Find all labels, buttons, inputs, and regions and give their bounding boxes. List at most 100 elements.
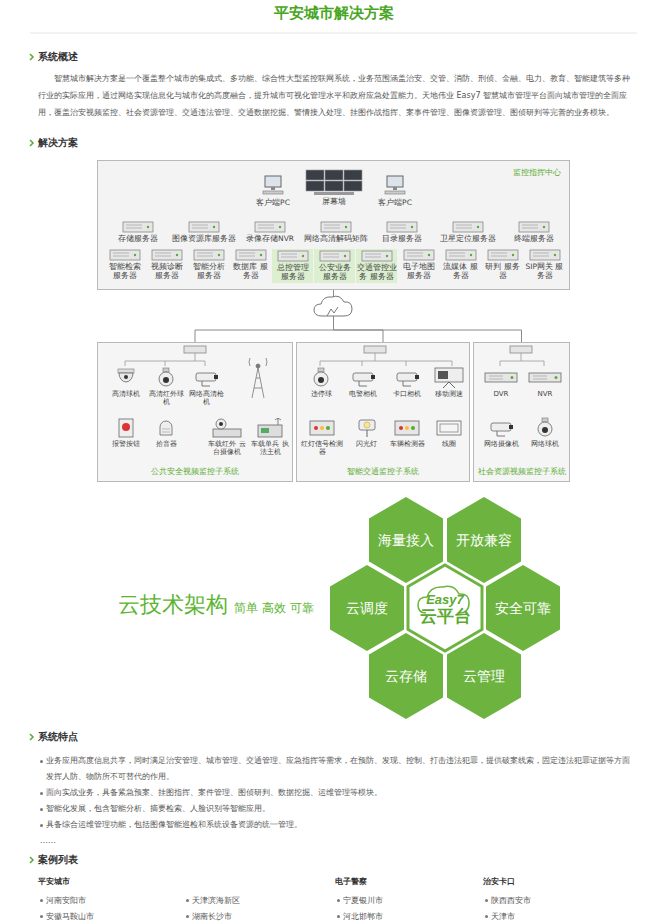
server-box: 视频诊断 服务器 xyxy=(146,249,187,280)
gun-icon xyxy=(186,367,226,389)
bullet-dot xyxy=(40,899,43,902)
device-label: 报警按钮 xyxy=(106,440,146,448)
device-label: 存储服务器 xyxy=(106,234,170,243)
server-box: 录像存储NVR xyxy=(238,221,302,243)
hexagon-outline xyxy=(330,565,404,651)
server-box: 智能分析 服务器 xyxy=(188,249,229,280)
case-item: 天津市 xyxy=(491,911,515,922)
case-heading: 治安卡口 xyxy=(483,876,515,887)
device-box: 电警相机 xyxy=(343,367,383,398)
panel-heading: 社会资源视频监控子系统 xyxy=(474,466,569,477)
hexagon-label: 安全可靠 xyxy=(495,600,551,617)
device-label: 客户端PC xyxy=(370,198,420,207)
det-icon xyxy=(302,417,342,439)
device-label: 线圈 xyxy=(429,440,469,448)
mic-icon xyxy=(146,417,186,439)
server-box: 交通管控业务 服务器 xyxy=(356,249,397,283)
device-label: 网络摄像机 xyxy=(478,440,524,448)
architecture-tagline: 简单 高效 可靠 xyxy=(234,600,314,617)
device-label: 车载红外 云台摄像机 xyxy=(206,440,248,457)
subsystem-panel: 公共安全视频监控子系统高清球机高清红外球机网络高清枪机报警按钮拾音器车载红外 云… xyxy=(97,342,293,482)
rack-icon xyxy=(483,249,523,261)
device-label: 车载单兵 执法主机 xyxy=(250,440,290,457)
platform-name: 云平台 xyxy=(420,607,471,627)
hexagon: 安全可靠 xyxy=(484,563,562,653)
page-title: 平安城市解决方案 xyxy=(0,4,667,23)
case-item: 陕西西安市 xyxy=(491,895,531,906)
device-label: 录像存储NVR xyxy=(238,234,302,243)
device-label: 电子地图 服务器 xyxy=(398,262,439,280)
device-box: 高清红外球机 xyxy=(146,367,186,407)
device-box: DVR xyxy=(480,367,522,398)
feature-item: 业务应用高度信息共享，同时满足治安管理、城市管理、交通管理、应急指挥等需求，在预… xyxy=(46,753,636,785)
bullet-dot xyxy=(40,824,43,827)
device-label: 终端服务器 xyxy=(502,234,566,243)
device-label: 卫星定位服务器 xyxy=(436,234,500,243)
btn-icon xyxy=(106,417,146,439)
server-box: 总控管理 服务器 xyxy=(272,249,313,283)
bullet-dot xyxy=(40,808,43,811)
hexagon-outline xyxy=(447,497,521,583)
device-box: 屏幕墙 xyxy=(303,169,365,206)
bullet-dot xyxy=(337,899,340,902)
hexagon: 云存储 xyxy=(367,631,445,721)
server-box: 数据库 服务器 xyxy=(230,249,271,280)
device-label: 闪光灯 xyxy=(347,440,385,448)
hexagon: 云调度 xyxy=(328,563,406,653)
connector xyxy=(195,290,334,342)
dome-icon xyxy=(106,367,146,389)
case-heading: 电子警察 xyxy=(335,876,367,887)
server-box: 图像资源库服务器 xyxy=(172,221,236,243)
device-label: 红灯信号检测器 xyxy=(299,440,345,457)
device-box: 闪光灯 xyxy=(347,417,385,448)
rack-icon xyxy=(514,221,554,233)
server-box: 终端服务器 xyxy=(502,221,566,243)
device-label: 智能分析 服务器 xyxy=(188,262,229,280)
panel-heading: 公共安全视频监控子系统 xyxy=(98,466,292,477)
device-label: 流媒体 服务器 xyxy=(440,262,481,280)
device-box: 网络高清枪机 xyxy=(186,367,226,407)
rec-icon xyxy=(525,367,565,389)
case-item: 安徽马鞍山市 xyxy=(46,911,94,922)
ellipsis: …… xyxy=(40,833,630,849)
gun-icon xyxy=(387,367,427,389)
section-heading: 解决方案 xyxy=(38,136,78,150)
rack-icon xyxy=(184,221,224,233)
rack-icon xyxy=(525,249,565,261)
unit-icon xyxy=(250,417,290,439)
rec-icon xyxy=(481,367,521,389)
hexagon-label: 云管理 xyxy=(463,668,505,685)
device-label: 智能检索 服务器 xyxy=(104,262,145,280)
hexagon-outline xyxy=(369,633,443,719)
gun-icon xyxy=(481,417,521,439)
panel-heading: 智能交通监控子系统 xyxy=(297,466,469,477)
rack-icon xyxy=(448,221,488,233)
hexagon: 云管理 xyxy=(445,631,523,721)
device-label: 总控管理 服务器 xyxy=(272,263,313,281)
server-box: 公安业务 服务器 xyxy=(314,249,355,283)
feature-item: 具备综合运维管理功能，包括图像智能巡检和系统设备资源的统一管理。 xyxy=(46,817,636,833)
hexagon-outline xyxy=(486,565,560,651)
device-box: 报警按钮 xyxy=(106,417,146,448)
device-label: 客户端PC xyxy=(248,198,298,207)
rack-icon xyxy=(315,250,355,262)
device-box: 车辆检测器 xyxy=(387,417,427,448)
architecture-title: 云技术架构 xyxy=(118,590,228,620)
connector xyxy=(334,290,522,342)
bullet-dot xyxy=(40,915,43,918)
hexagon-label: 开放兼容 xyxy=(456,532,512,549)
pc-icon xyxy=(375,175,415,197)
rack-icon xyxy=(189,249,229,261)
bullet-dot xyxy=(186,915,189,918)
device-box: 客户端PC xyxy=(248,175,298,207)
device-box: 卡口相机 xyxy=(387,367,427,398)
device-box: 高清球机 xyxy=(106,367,146,398)
rack-icon xyxy=(441,249,481,261)
device-label: 交通管控业务 服务器 xyxy=(356,263,397,281)
device-label: 电警相机 xyxy=(343,390,383,398)
hexagon-label: 云存储 xyxy=(385,668,427,685)
bullet-dot xyxy=(186,899,189,902)
det-icon xyxy=(387,417,427,439)
device-label: NVR xyxy=(524,390,566,398)
